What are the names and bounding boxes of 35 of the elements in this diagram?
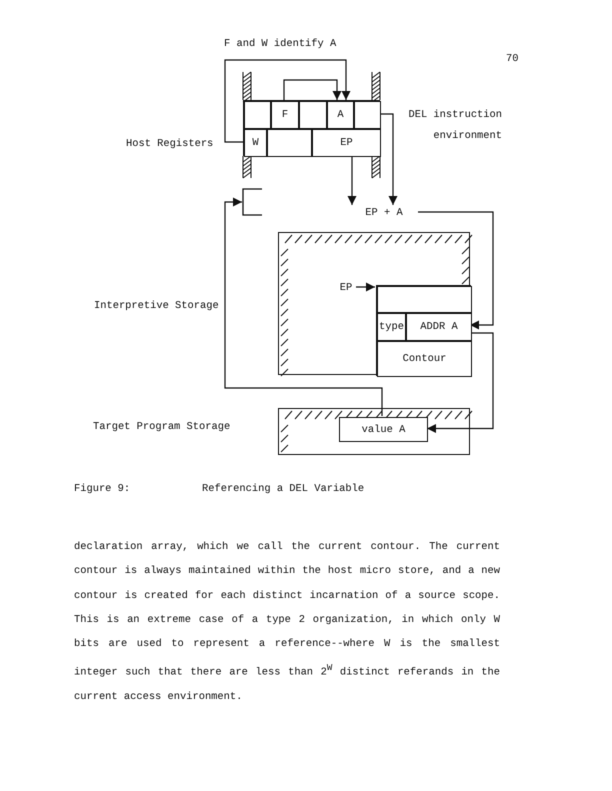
text-label: EP + A: [350, 205, 418, 221]
text-label: EP: [335, 281, 357, 295]
register-band: [243, 100, 380, 156]
register-cell: A: [327, 101, 354, 129]
register-cell: F: [271, 101, 299, 129]
figure-number: Figure 9:: [74, 482, 130, 497]
record-field: ADDR A: [406, 313, 472, 341]
arrow: [380, 113, 398, 205]
figure-title: Referencing a DEL Variable: [202, 482, 364, 497]
record-field: Contour: [377, 341, 472, 377]
empty-field: [377, 286, 472, 313]
region-label: Host Registers: [126, 137, 214, 152]
storage-region: [278, 408, 470, 455]
annotation-text: F and W identify A: [224, 37, 336, 52]
arrow: [418, 211, 494, 330]
arrow: [283, 79, 342, 100]
arrow: [224, 198, 383, 416]
arrow: [224, 59, 350, 143]
value-box: value A: [339, 417, 428, 442]
register-cell: EP: [312, 129, 381, 157]
body-paragraph: declaration array, which we call the current contour. The current contour is always maintained within the host micro store, and a new contour is created for each distinct incarnation of a source scope. This is an extreme case of a type 2 organization, in which only W bits are used to represent a reference--where W is the smallest integer such that there are less than 2$^{W}$ distinct referands in the current access environment.: [74, 540, 500, 706]
record-field: type: [377, 313, 406, 341]
register-cell: W: [244, 129, 267, 157]
empty-cell: [244, 101, 271, 129]
contour-block: [376, 285, 471, 376]
region-label: DEL instruction environment: [407, 108, 502, 144]
arrow: [427, 332, 494, 433]
page-number: 70: [506, 52, 518, 67]
bracket-symbol: [242, 188, 262, 216]
region-label: Interpretive Storage: [94, 299, 219, 314]
empty-cell: [354, 101, 381, 129]
storage-region: [278, 232, 470, 375]
region-label: Target Program Storage: [93, 420, 230, 435]
arrow: [356, 282, 375, 292]
arrow: [348, 156, 356, 205]
